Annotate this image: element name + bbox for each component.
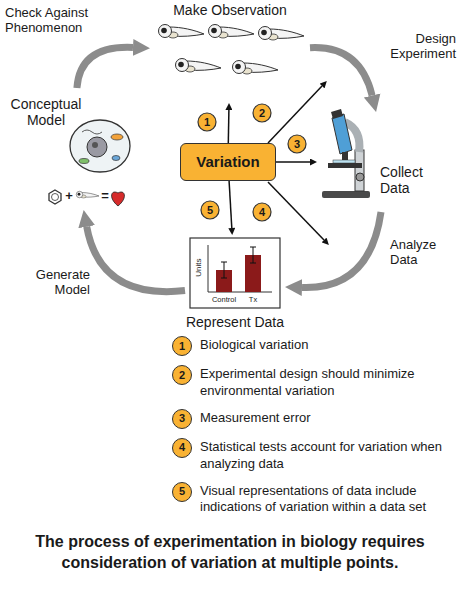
bar-chart [190, 238, 280, 308]
legend-text: Statistical tests account for variation … [200, 438, 455, 473]
stage-node: Collect Data [318, 112, 458, 212]
legend-row: 3 Measurement error [172, 409, 455, 429]
variation-arrow [276, 161, 310, 163]
legend-swatch: 1 [172, 336, 192, 356]
callout-number: 3 [288, 135, 306, 153]
legend-swatch: 2 [172, 365, 192, 385]
zebrafish-larvae [159, 25, 305, 75]
microscope-illustration [322, 109, 370, 198]
legend-swatch: 5 [172, 482, 192, 502]
cycle-arrow [310, 48, 372, 96]
variation-arrow [228, 110, 230, 143]
legend-text: Biological variation [200, 336, 308, 354]
legend-swatch: 4 [172, 438, 192, 458]
formula-icons [49, 190, 124, 206]
stage-label: Represent Data [170, 314, 300, 330]
legend-row: 4 Statistical tests account for variation… [172, 438, 455, 473]
chart-label: Control [208, 296, 240, 305]
legend-text: Experimental design should minimize envi… [200, 365, 455, 400]
callout-number: 1 [198, 113, 216, 131]
callout-number: 5 [179, 486, 185, 497]
chart-label: + [63, 189, 75, 204]
caption: The process of experimentation in biolog… [8, 532, 452, 574]
stage-label: Conceptual Model [5, 96, 87, 128]
variation-box: Variation [180, 143, 276, 181]
stage-label: Collect Data [380, 164, 442, 196]
stage-node: Make Observation [150, 2, 310, 102]
callout-number: 3 [179, 413, 185, 424]
legend-row: 2 Experimental design should minimize env… [172, 365, 455, 400]
callout-number: 4 [179, 442, 185, 453]
callout-number: 5 [201, 201, 219, 219]
chart-label: Tx [243, 296, 263, 305]
callout-number: 1 [179, 341, 185, 352]
callout-number: 2 [179, 370, 185, 381]
step-label: Check Against Phenomenon [5, 6, 105, 36]
legend-row: 1 Biological variation [172, 336, 455, 356]
step-label: Generate Model [12, 268, 90, 298]
variation-arrows [268, 86, 324, 240]
axis-label: Units [194, 253, 203, 283]
callout-number: 2 [253, 104, 271, 122]
legend-text: Measurement error [200, 409, 311, 427]
box-label: Variation [196, 153, 259, 170]
cycle-arrow [87, 227, 185, 292]
legend-swatch: 3 [172, 409, 192, 429]
cycle-arrow [302, 212, 381, 288]
chart-label: = [99, 189, 111, 204]
legend: 1 Biological variation 2 Experimental desig… [172, 336, 455, 516]
legend-text: Visual representations of data include i… [200, 482, 455, 517]
variation-arrow [229, 181, 232, 228]
cycle-arrow [77, 47, 133, 88]
stage-label: Make Observation [150, 2, 310, 18]
legend-row: 5 Visual representations of data include … [172, 482, 455, 517]
step-label: Analyze Data [390, 238, 456, 268]
step-label: Design Experiment [388, 32, 456, 62]
stage-node: Represent Data [185, 236, 285, 334]
cell-illustration [70, 120, 130, 172]
callout-number: 4 [253, 203, 271, 221]
